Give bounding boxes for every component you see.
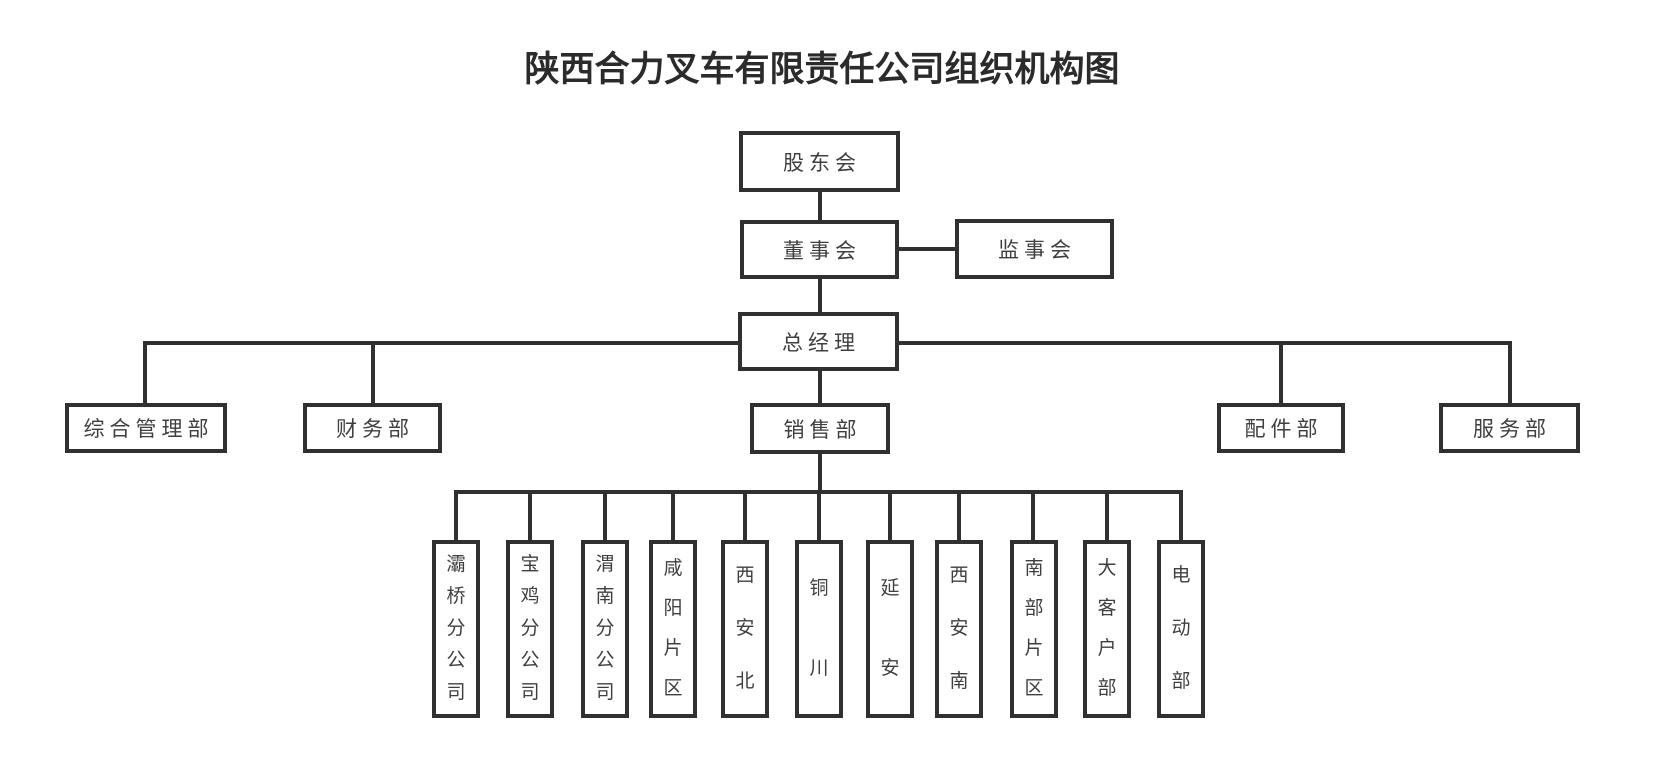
connector-line: [818, 279, 822, 312]
connector-line: [743, 490, 747, 540]
connector-line: [454, 490, 458, 540]
connector-line: [899, 247, 955, 251]
node-supervisory-board: 监事会: [955, 219, 1114, 279]
connector-line: [143, 341, 147, 403]
node-region-xianyang: 咸阳片区: [649, 540, 697, 718]
node-dept-general-admin: 综合管理部: [65, 403, 227, 453]
connector-line: [371, 341, 375, 403]
connector-line: [818, 371, 822, 403]
connector-line: [603, 490, 607, 540]
connector-line: [817, 490, 821, 540]
chart-title: 陕西合力叉车有限责任公司组织机构图: [524, 50, 1120, 89]
connector-line: [888, 490, 892, 540]
node-board-of-directors: 董事会: [740, 220, 899, 279]
node-region-yanan: 延安: [866, 540, 914, 718]
node-branch-baqiao: 灞桥分公司: [432, 540, 480, 718]
node-dept-parts: 配件部: [1217, 403, 1345, 453]
connector-line: [1179, 490, 1183, 540]
node-dept-service: 服务部: [1439, 403, 1580, 453]
connector-line: [671, 490, 675, 540]
connector-line: [528, 490, 532, 540]
node-region-south: 南部片区: [1010, 540, 1058, 718]
connector-line: [1508, 341, 1512, 403]
node-branch-baoji: 宝鸡分公司: [506, 540, 554, 718]
node-dept-electric: 电动部: [1157, 540, 1205, 718]
connector-line: [1105, 490, 1109, 540]
connector-line: [1279, 341, 1283, 403]
node-dept-key-accounts: 大客户部: [1083, 540, 1131, 718]
connector-line: [1031, 490, 1035, 540]
connector-line: [818, 454, 822, 492]
node-dept-finance: 财务部: [303, 403, 442, 453]
connector-line: [818, 192, 822, 220]
node-dept-sales: 销售部: [750, 403, 890, 454]
node-general-manager: 总经理: [738, 312, 899, 371]
connector-line: [957, 490, 961, 540]
node-region-xian-south: 西安南: [935, 540, 983, 718]
node-region-xian-north: 西安北: [721, 540, 769, 718]
node-branch-weinan: 渭南分公司: [581, 540, 629, 718]
node-region-tongchuan: 铜川: [795, 540, 843, 718]
node-shareholders: 股东会: [739, 131, 900, 192]
